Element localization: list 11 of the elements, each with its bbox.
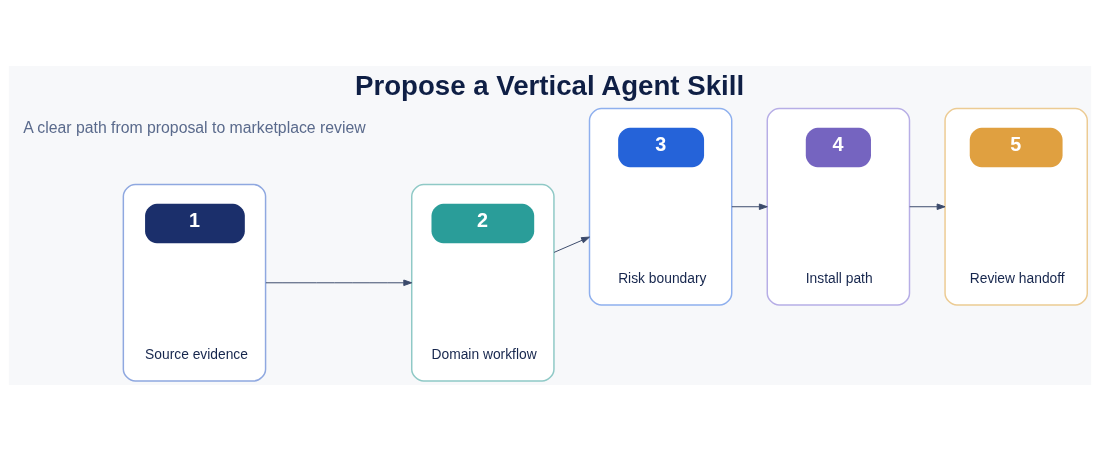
node-box: 5 Review handoff <box>944 107 1088 306</box>
arrow <box>265 279 413 286</box>
node-box: 1 Source evidence <box>122 183 267 382</box>
node-box: 3 Risk boundary <box>588 107 733 306</box>
arrow <box>909 202 946 210</box>
diagram-title: Propose a Vertical Agent Skill <box>354 69 745 101</box>
label: A clear path from proposal to marketplace review <box>23 118 366 136</box>
arrow <box>553 236 590 253</box>
node-box: 2 Domain workflow <box>411 183 555 382</box>
arrow <box>731 202 768 210</box>
node-box: 4 Install path <box>766 107 911 306</box>
